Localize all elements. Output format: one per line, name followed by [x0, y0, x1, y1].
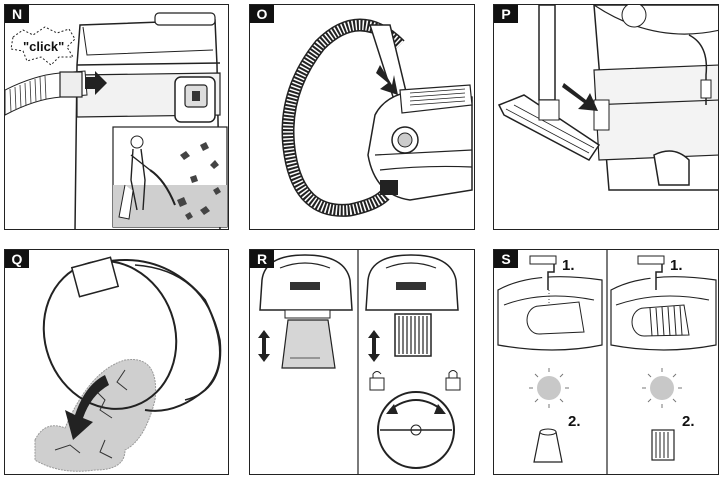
- panel-o: O: [249, 4, 475, 230]
- step-number: 1.: [670, 257, 683, 274]
- panel-label: P: [494, 5, 518, 23]
- step-number: 1.: [562, 257, 575, 274]
- hose-attach-illustration: [281, 18, 473, 217]
- empty-container-illustration: [34, 256, 222, 472]
- click-caption: "click": [23, 39, 64, 54]
- step-number: 2.: [682, 413, 695, 430]
- nozzle-storage-illustration: [497, 5, 718, 191]
- panel-label: O: [250, 5, 274, 23]
- panel-label: Q: [5, 250, 29, 268]
- panel-label: R: [250, 250, 274, 268]
- step-number: 2.: [568, 413, 581, 430]
- lock-icon: [445, 370, 461, 391]
- panel-q: Q: [4, 249, 229, 475]
- hose-connect-illustration: "click": [5, 12, 228, 229]
- panel-r: R: [249, 249, 475, 475]
- panel-label: N: [5, 5, 29, 23]
- filter-clean-illustration: 1. 1.: [497, 250, 717, 474]
- unlock-icon: [369, 371, 385, 391]
- panel-p: P: [493, 4, 719, 230]
- filter-change-illustration: [258, 250, 461, 474]
- panel-s: 1. 1.: [493, 249, 719, 475]
- sun-icon: [642, 368, 682, 408]
- panel-n: "click" N: [4, 4, 229, 230]
- sun-icon: [529, 368, 569, 408]
- panel-label: S: [494, 250, 518, 268]
